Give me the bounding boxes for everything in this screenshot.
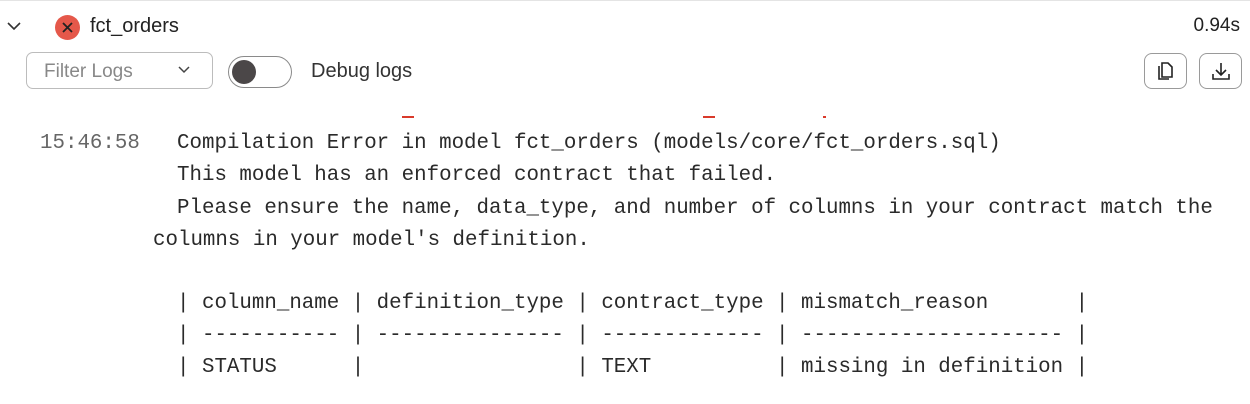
model-name: fct_orders [90, 15, 179, 37]
debug-logs-toggle[interactable] [228, 56, 292, 88]
log-table-row: | STATUS | | TEXT | missing in definitio… [177, 356, 1089, 379]
debug-logs-label: Debug logs [311, 60, 413, 82]
toggle-knob [232, 60, 256, 84]
chevron-down-icon[interactable] [5, 17, 23, 35]
copy-button[interactable] [1144, 53, 1187, 89]
log-table-header: | column_name | definition_type | contra… [177, 292, 1089, 315]
log-line: This model has an enforced contract that… [177, 164, 777, 187]
filter-logs-dropdown[interactable]: Filter Logs [26, 52, 213, 89]
log-timestamp: 15:46:58 [40, 132, 140, 155]
filter-logs-placeholder: Filter Logs [44, 61, 133, 82]
duration: 0.94s [1193, 15, 1240, 36]
chevron-down-icon [178, 66, 190, 74]
log-line: Compilation Error in model fct_orders (m… [177, 132, 1001, 155]
clipped-text-mark [703, 116, 715, 118]
log-line: columns in your model's definition. [153, 229, 590, 252]
top-divider [0, 0, 1250, 1]
log-line: Please ensure the name, data_type, and n… [177, 197, 1213, 220]
clipped-text-mark [402, 116, 414, 118]
clipped-text-mark [823, 116, 826, 118]
download-button[interactable] [1199, 53, 1242, 89]
error-status-icon [55, 15, 80, 40]
download-icon [1211, 63, 1230, 80]
log-table-divider: | ----------- | --------------- | ------… [177, 324, 1089, 347]
copy-icon [1157, 62, 1173, 80]
